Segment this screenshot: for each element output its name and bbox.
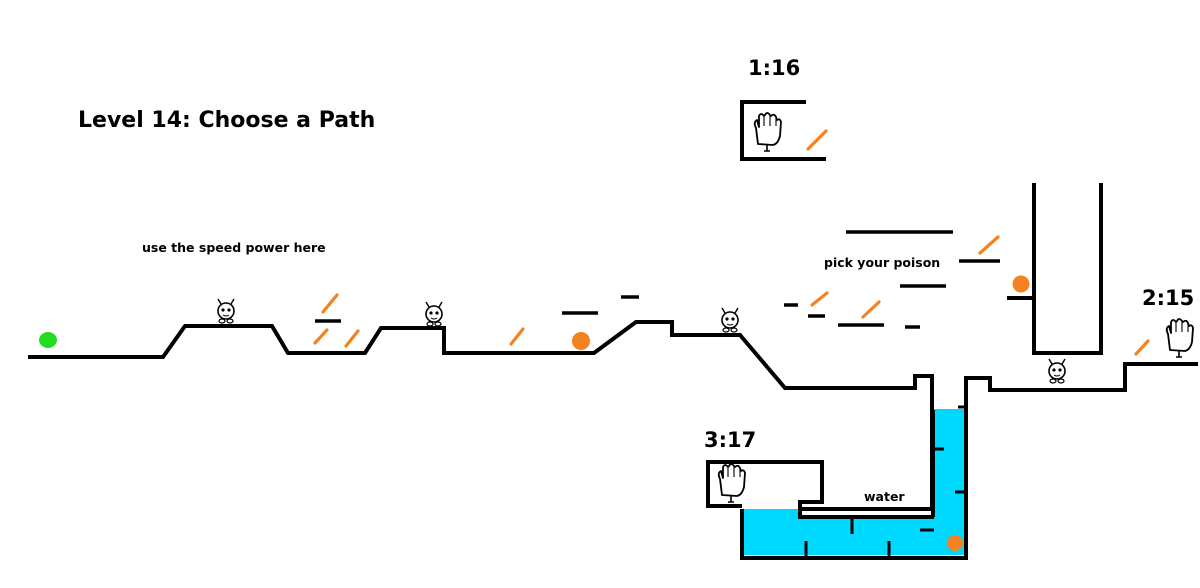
glove-icon [1165, 318, 1194, 358]
orange-orb [1012, 275, 1030, 293]
critter-enemy [217, 298, 235, 324]
critter-enemy [1048, 358, 1066, 384]
top-goal-box [740, 100, 826, 161]
level-title: Level 14: Choose a Path [78, 108, 376, 133]
speed-hint: use the speed power here [142, 240, 326, 255]
critter-enemy [425, 301, 443, 327]
poison-hint: pick your poison [824, 255, 941, 270]
ground [28, 320, 1198, 560]
goal-time-right: 2:15 [1142, 286, 1195, 310]
goal-time-top: 1:16 [748, 56, 801, 80]
speed-pad [810, 291, 829, 307]
goal-time-bottom: 3:17 [704, 428, 757, 452]
glove-icon [717, 463, 746, 503]
speed-pad [321, 293, 339, 314]
speed-pad [509, 327, 525, 346]
player-green-blob [39, 332, 57, 348]
speed-pad [313, 328, 329, 345]
speed-pad [978, 235, 1000, 255]
enemies [217, 298, 1066, 384]
orbs [572, 275, 1030, 551]
orange-orb [572, 332, 590, 350]
speed-pad [806, 129, 828, 151]
floating-ledges [315, 230, 1000, 329]
orange-orb [947, 535, 963, 551]
speed-pad [861, 300, 881, 319]
water-label: water [864, 489, 905, 504]
tower [1007, 183, 1103, 355]
glove-icon [753, 112, 782, 152]
speed-pads [313, 129, 1150, 356]
speed-pad [1134, 339, 1150, 356]
critter-enemy [721, 307, 739, 333]
speed-pad [344, 329, 360, 348]
